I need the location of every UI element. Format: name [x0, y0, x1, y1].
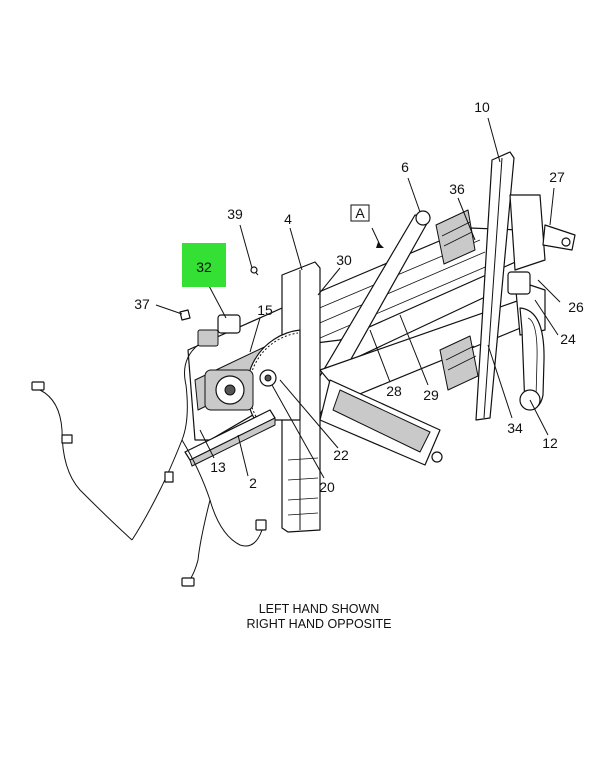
callout-34: 34 [507, 420, 523, 436]
leader-lines [155, 117, 561, 479]
connector [179, 266, 259, 347]
callout-39: 39 [227, 206, 243, 222]
caption: LEFT HAND SHOWN RIGHT HAND OPPOSITE [247, 602, 392, 631]
callout-6: 6 [401, 159, 409, 175]
callout-24: 24 [560, 331, 576, 347]
caption-line-2: RIGHT HAND OPPOSITE [247, 617, 392, 631]
callout-29: 29 [423, 387, 439, 403]
callout-4: 4 [284, 211, 292, 227]
callout-22: 22 [333, 447, 349, 463]
highlight-box [182, 243, 226, 287]
callout-37: 37 [134, 296, 150, 312]
lower-rail [184, 409, 276, 467]
callout-labels: 10 6 27 36 39 4 30 32 37 15 26 24 28 29 … [134, 99, 584, 495]
callout-27: 27 [549, 169, 565, 185]
reference-box-label: A [355, 205, 365, 221]
callout-12: 12 [542, 435, 558, 451]
handle [519, 307, 545, 411]
callout-30: 30 [336, 252, 352, 268]
wiring-harness [31, 344, 267, 587]
reference-box: A [350, 204, 370, 222]
callout-20: 20 [319, 479, 335, 495]
callout-32: 32 [196, 259, 212, 275]
callout-2: 2 [249, 475, 257, 491]
upper-clips [435, 209, 479, 391]
callout-36: 36 [449, 181, 465, 197]
callout-28: 28 [386, 383, 402, 399]
right-bracket [507, 194, 576, 336]
motor [204, 369, 254, 411]
callout-10: 10 [474, 99, 490, 115]
caption-line-1: LEFT HAND SHOWN [259, 602, 380, 616]
callout-26: 26 [568, 299, 584, 315]
callout-15: 15 [257, 302, 273, 318]
callout-13: 13 [210, 459, 226, 475]
channel-right [475, 151, 515, 421]
